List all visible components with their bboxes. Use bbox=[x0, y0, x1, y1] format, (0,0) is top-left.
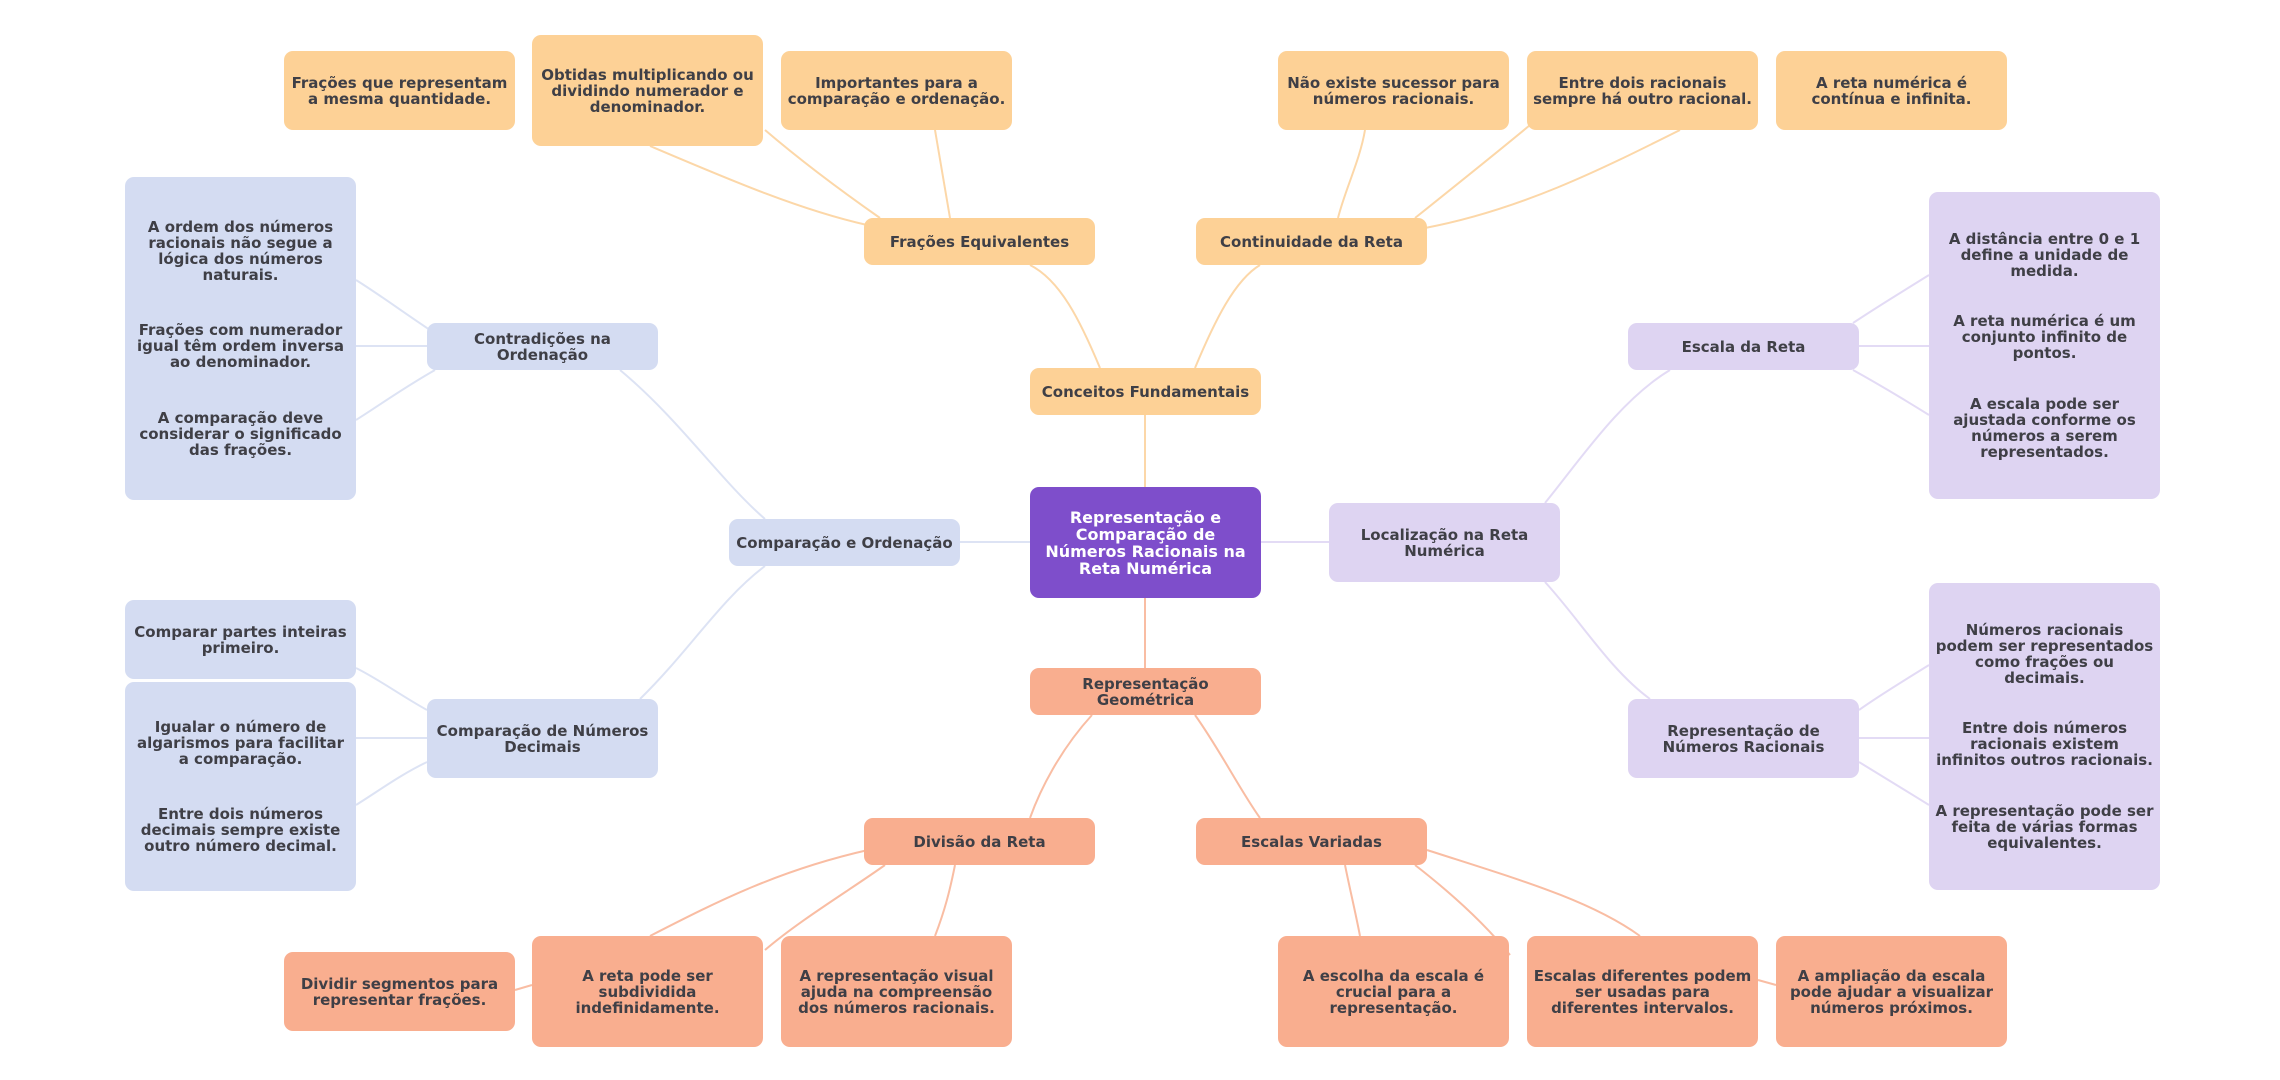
connector-line bbox=[1544, 581, 1651, 700]
connector-line bbox=[514, 984, 533, 991]
connector-line bbox=[1337, 129, 1366, 219]
connector-line bbox=[764, 864, 886, 951]
connector-line bbox=[649, 849, 869, 937]
leaf-node[interactable]: A escala pode ser ajustada conforme os n… bbox=[1953, 394, 2136, 461]
leaf-node[interactable]: A reta numérica é contínua e infinita. bbox=[1776, 51, 2007, 130]
connector-line bbox=[1029, 714, 1093, 819]
leaf-node[interactable]: Escalas diferentes podem ser usadas para… bbox=[1527, 936, 1758, 1047]
leaf-node[interactable]: Dividir segmentos para representar fraçõ… bbox=[284, 952, 515, 1031]
connector-line bbox=[355, 667, 428, 711]
leaf-group: Números racionais podem ser representado… bbox=[1929, 583, 2160, 890]
connector-line bbox=[355, 369, 436, 421]
connector-line bbox=[649, 145, 868, 226]
leaf-node[interactable]: Importantes para a comparação e ordenaçã… bbox=[781, 51, 1012, 130]
root-node[interactable]: Representação e Comparação de Números Ra… bbox=[1030, 487, 1261, 598]
connector-line bbox=[1194, 714, 1261, 819]
leaf-node[interactable]: Entre dois números racionais existem inf… bbox=[1936, 719, 2153, 770]
connector-line bbox=[1757, 979, 1777, 986]
leaf-node[interactable]: Não existe sucessor para números raciona… bbox=[1278, 51, 1509, 130]
connector-line bbox=[1858, 761, 1930, 806]
connector-line bbox=[1194, 264, 1261, 369]
topic-divisao-da-reta[interactable]: Divisão da Reta bbox=[864, 818, 1095, 865]
connector-line bbox=[1852, 274, 1930, 324]
leaf-node[interactable]: Entre dois números decimais sempre exist… bbox=[140, 804, 341, 855]
leaf-node[interactable]: A representação visual ajuda na compreen… bbox=[781, 936, 1012, 1047]
leaf-node[interactable]: A distância entre 0 e 1 define a unidade… bbox=[1948, 230, 2141, 281]
leaf-node[interactable]: Igualar o número de algarismos para faci… bbox=[137, 718, 344, 769]
branch-conceitos-fundamentais[interactable]: Conceitos Fundamentais bbox=[1030, 368, 1261, 415]
leaf-group: A ordem dos números racionais não segue … bbox=[125, 177, 356, 500]
connector-line bbox=[639, 565, 766, 700]
connector-line bbox=[1426, 849, 1641, 937]
branch-representacao-geometrica[interactable]: Representação Geométrica bbox=[1030, 668, 1261, 715]
topic-escala-da-reta[interactable]: Escala da Reta bbox=[1628, 323, 1859, 370]
topic-contradicoes-na-ordenacao[interactable]: Contradições na Ordenação bbox=[427, 323, 658, 370]
branch-localizacao-na-reta-numerica[interactable]: Localização na Reta Numérica bbox=[1329, 503, 1560, 582]
topic-representacao-de-numeros-racionais[interactable]: Representação de Números Racionais bbox=[1628, 699, 1859, 778]
topic-fracoes-equivalentes[interactable]: Frações Equivalentes bbox=[864, 218, 1095, 265]
connector-line bbox=[934, 129, 951, 219]
connector-line bbox=[1544, 369, 1671, 504]
leaf-node[interactable]: Números racionais podem ser representado… bbox=[1935, 621, 2154, 688]
connector-line bbox=[1858, 664, 1930, 711]
topic-continuidade-da-reta[interactable]: Continuidade da Reta bbox=[1196, 218, 1427, 265]
leaf-node[interactable]: Comparar partes inteiras primeiro. bbox=[125, 600, 356, 679]
connector-line bbox=[619, 369, 766, 520]
leaf-node[interactable]: A ordem dos números racionais não segue … bbox=[147, 217, 334, 284]
connector-line bbox=[934, 864, 956, 937]
leaf-node[interactable]: Entre dois racionais sempre há outro rac… bbox=[1527, 51, 1758, 130]
leaf-group: A distância entre 0 e 1 define a unidade… bbox=[1929, 192, 2160, 499]
branch-comparacao-e-ordenacao[interactable]: Comparação e Ordenação bbox=[729, 519, 960, 566]
leaf-node[interactable]: A ampliação da escala pode ajudar a visu… bbox=[1776, 936, 2007, 1047]
connector-line bbox=[1344, 864, 1361, 937]
root-label: Representação e Comparação de Números Ra… bbox=[1045, 507, 1246, 578]
leaf-node[interactable]: A escolha da escala é crucial para a rep… bbox=[1278, 936, 1509, 1047]
topic-escalas-variadas[interactable]: Escalas Variadas bbox=[1196, 818, 1427, 865]
leaf-node[interactable]: A reta pode ser subdividida indefinidame… bbox=[532, 936, 763, 1047]
connector-line bbox=[355, 279, 431, 331]
leaf-node[interactable]: A reta numérica é um conjunto infinito d… bbox=[1953, 312, 2136, 363]
leaf-node[interactable]: Frações com numerador igual têm ordem in… bbox=[137, 321, 344, 372]
connector-line bbox=[1424, 129, 1681, 229]
leaf-node[interactable]: A representação pode ser feita de várias… bbox=[1935, 801, 2154, 852]
connector-line bbox=[1029, 264, 1101, 369]
connector-line bbox=[355, 761, 428, 806]
leaf-node[interactable]: A comparação deve considerar o significa… bbox=[139, 409, 342, 460]
topic-comparacao-de-numeros-decimais[interactable]: Comparação de Números Decimais bbox=[427, 699, 658, 778]
connector-line bbox=[764, 129, 881, 219]
leaf-node[interactable]: Frações que representam a mesma quantida… bbox=[284, 51, 515, 130]
leaf-group: Igualar o número de algarismos para faci… bbox=[125, 682, 356, 891]
connector-line bbox=[1414, 124, 1531, 219]
connector-line bbox=[1852, 369, 1930, 416]
leaf-node[interactable]: Obtidas multiplicando ou dividindo numer… bbox=[532, 35, 763, 146]
